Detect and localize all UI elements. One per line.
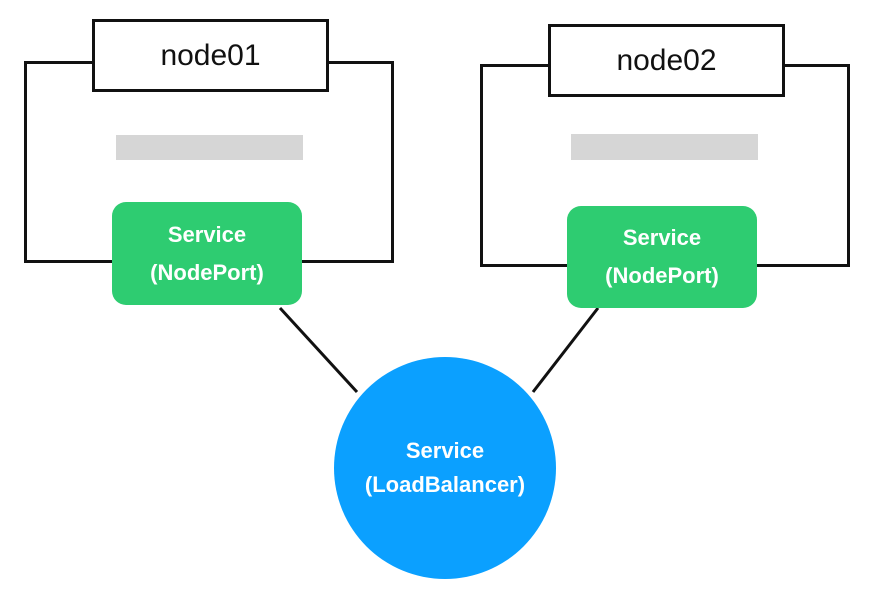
node01-label: node01 — [92, 19, 329, 92]
loadbalancer-service-type: (LoadBalancer) — [364, 472, 526, 497]
node01-nodeport-service[interactable]: Service (NodePort) — [112, 202, 302, 305]
connector-node02-to-lb — [531, 307, 600, 393]
node02-service-title: Service — [622, 225, 702, 250]
node02-placeholder-bar — [571, 134, 758, 160]
node01-placeholder-bar — [116, 135, 303, 160]
node02-label: node02 — [548, 24, 785, 97]
node01-service-type: (NodePort) — [150, 259, 264, 285]
node01-service-title: Service — [167, 221, 247, 247]
loadbalancer-service-title: Service — [405, 438, 485, 463]
node02-service-type: (NodePort) — [605, 263, 719, 288]
node02-nodeport-service[interactable]: Service (NodePort) — [567, 206, 757, 308]
connector-node01-to-lb — [278, 306, 359, 394]
loadbalancer-service[interactable]: Service (LoadBalancer) — [334, 357, 556, 579]
